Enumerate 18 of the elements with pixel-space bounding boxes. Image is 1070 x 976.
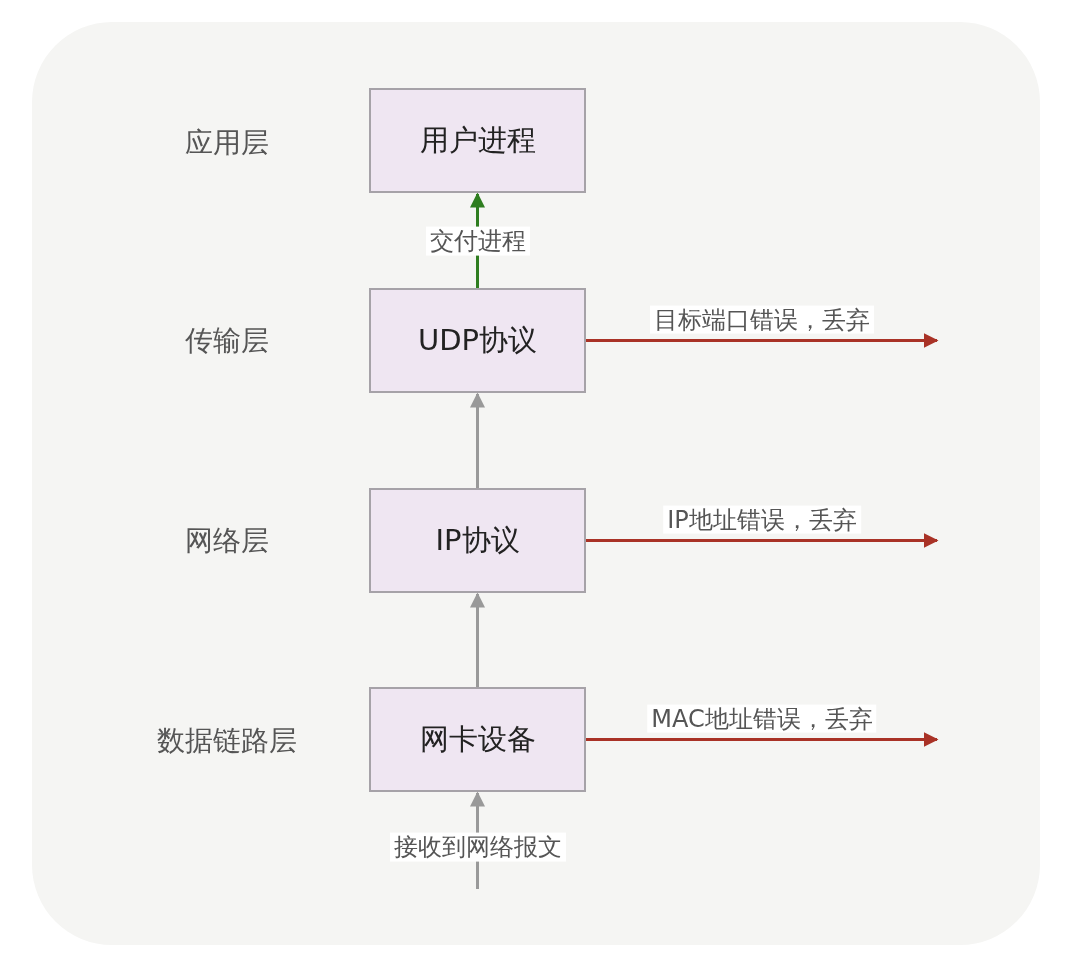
process-box: IP协议 (369, 488, 586, 593)
edge-label: IP地址错误，丢弃 (663, 505, 861, 534)
process-box: UDP协议 (369, 288, 586, 393)
edge-label: MAC地址错误，丢弃 (647, 704, 877, 733)
process-box: 用户进程 (369, 88, 586, 193)
edge-label: 接收到网络报文 (389, 832, 566, 862)
edge-label: 交付进程 (425, 226, 530, 256)
layer-label: 网络层 (185, 523, 269, 559)
arrow (586, 732, 939, 747)
arrow (586, 333, 939, 348)
process-box: 网卡设备 (369, 687, 586, 792)
layer-label: 应用层 (185, 125, 269, 161)
layer-label: 传输层 (185, 323, 269, 359)
arrow (470, 392, 485, 488)
edge-label: 目标端口错误，丢弃 (650, 305, 874, 334)
arrow (586, 533, 939, 548)
layer-label: 数据链路层 (157, 723, 297, 759)
arrow (470, 592, 485, 687)
